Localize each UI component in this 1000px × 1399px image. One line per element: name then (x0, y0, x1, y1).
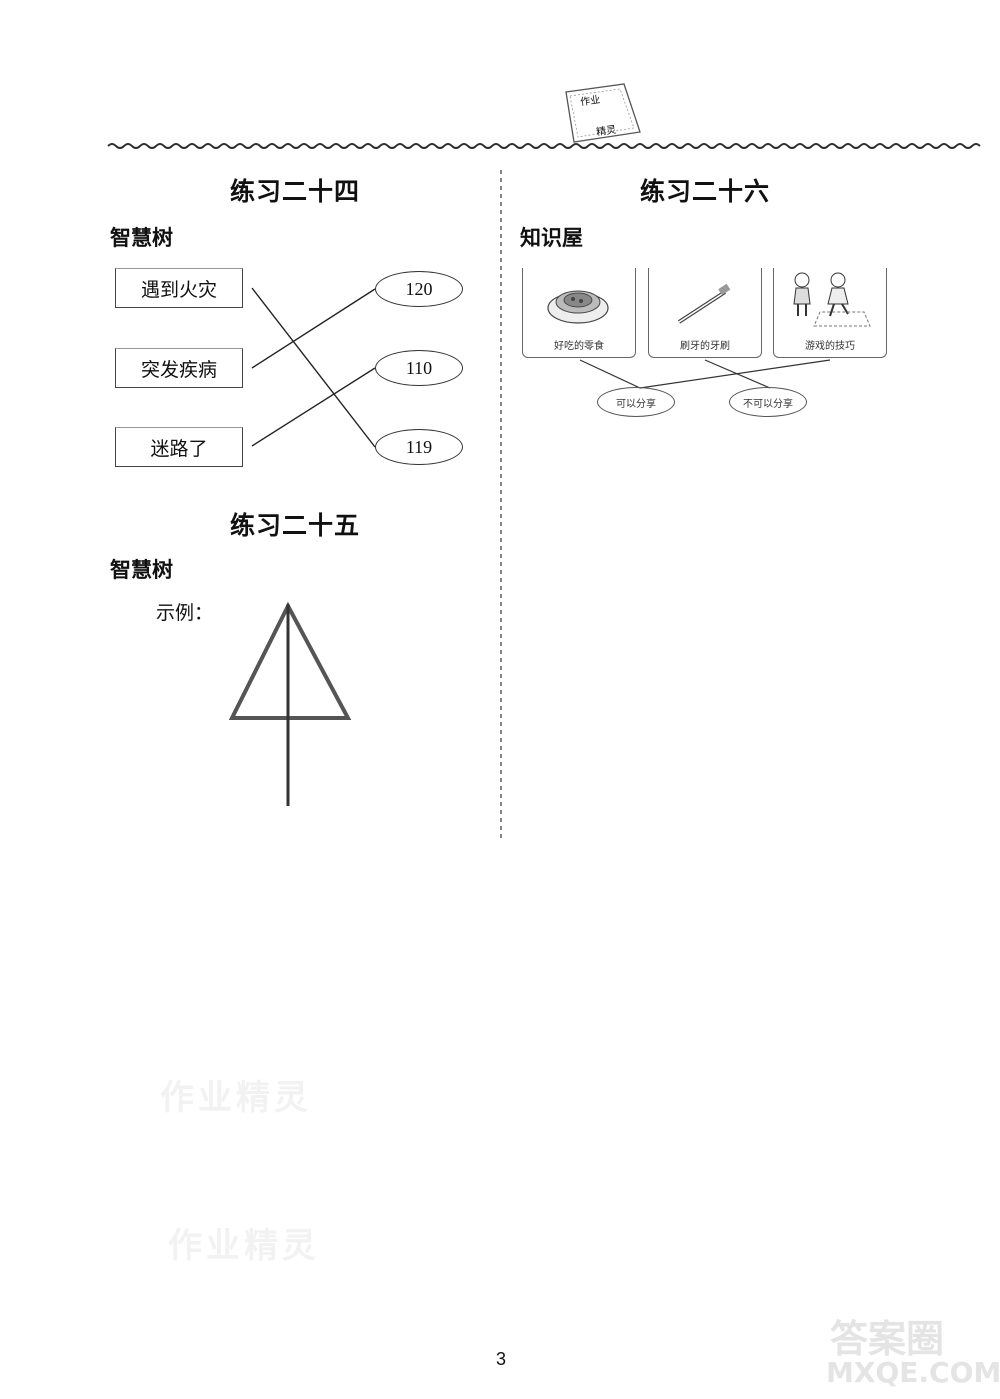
match-line (252, 288, 375, 447)
share-option-oval: 不可以分享 (729, 387, 807, 417)
watermark-url: MXQE.COM (826, 1356, 1000, 1389)
header-stamp-text-1: 作业 (579, 91, 601, 109)
children-playing-icon (774, 268, 886, 330)
faded-text: 作业精灵 (160, 1070, 312, 1119)
picture-card: 刷牙的牙刷 (648, 268, 762, 358)
faded-text: 作业精灵 (168, 1218, 320, 1267)
exercise-26-section-label: 知识屋 (520, 222, 583, 252)
toothbrush-icon (649, 272, 761, 334)
match-line (252, 289, 375, 368)
exercise-26-title: 练习二十六 (640, 172, 770, 208)
triangle-stick-figure (220, 596, 360, 811)
match-line (252, 368, 375, 446)
header-stamp-text-2: 精灵 (595, 121, 617, 139)
picture-card: 游戏的技巧 (773, 268, 887, 358)
matching-lines (0, 0, 500, 500)
example-label: 示例： (156, 598, 213, 625)
page-number: 3 (496, 1349, 506, 1370)
exercise-25-section-label: 智慧树 (110, 554, 173, 584)
picture-card: 好吃的零食 (522, 268, 636, 358)
watermark-logo: 答案圈 (830, 1308, 944, 1363)
sharing-match-lines (500, 350, 900, 410)
share-option-oval: 可以分享 (597, 387, 675, 417)
snack-plate-icon (523, 272, 635, 334)
exercise-25-title: 练习二十五 (230, 506, 360, 542)
